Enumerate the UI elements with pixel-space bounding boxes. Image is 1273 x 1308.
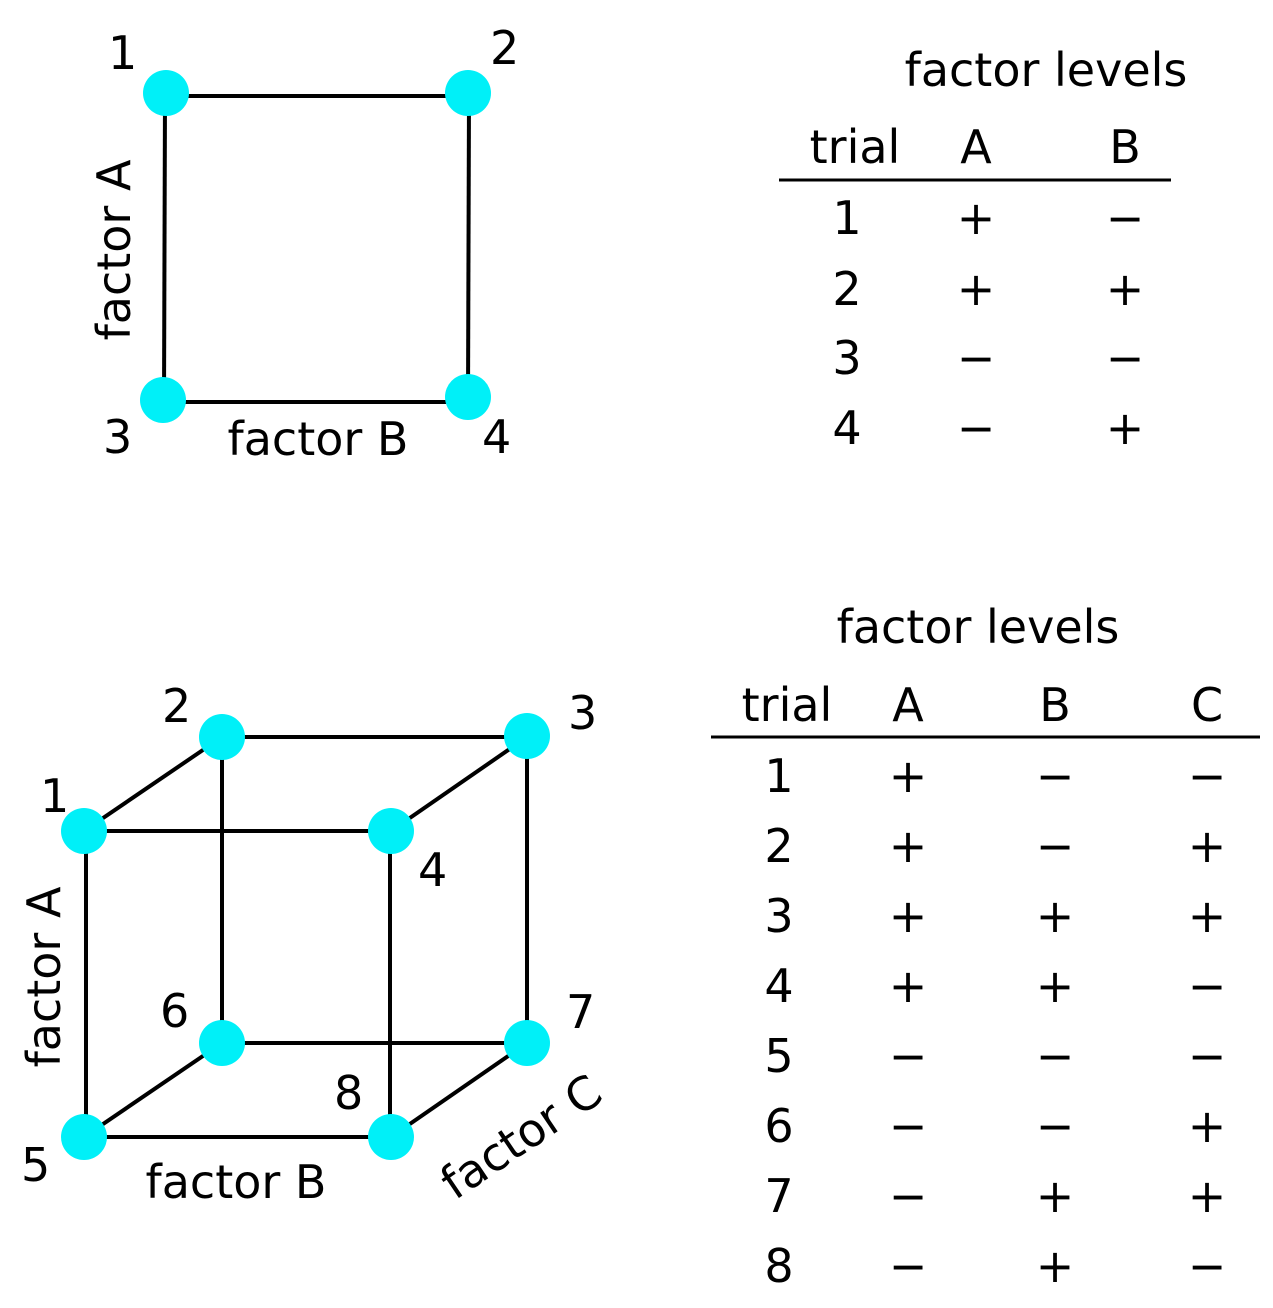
table-three-cell: + <box>889 749 928 803</box>
table-two-cell: − <box>1106 191 1145 245</box>
square-axis-b-label: factor B <box>228 412 409 466</box>
cube-vertex-7 <box>504 1020 550 1066</box>
table-two-cell: 1 <box>832 191 861 245</box>
square-vertex-3 <box>140 377 186 423</box>
table-three-cell: 3 <box>764 889 793 943</box>
table-three-cell: 2 <box>764 819 793 873</box>
cube-vertex-label-1: 1 <box>40 769 69 823</box>
table-two-cell: + <box>1106 401 1145 455</box>
square-edge-right <box>466 95 471 403</box>
table-three-cell: − <box>1188 959 1227 1013</box>
table-three-cell: − <box>1036 749 1075 803</box>
square-vertex-label-1: 1 <box>108 26 137 80</box>
table-three-cell: − <box>889 1239 928 1293</box>
square-vertex-4 <box>445 374 491 420</box>
table-two-cell: + <box>957 191 996 245</box>
table-two-title: factor levels <box>905 43 1188 97</box>
cube-edge <box>389 1041 529 1139</box>
square-vertex-2 <box>445 70 491 116</box>
table-three-cell: + <box>889 819 928 873</box>
cube-diagram: 1 2 3 4 5 6 7 8 factor A factor B factor… <box>17 679 611 1210</box>
square-vertex-label-3: 3 <box>103 410 132 464</box>
table-two-cell: + <box>957 262 996 316</box>
table-three-cell: 7 <box>764 1169 793 1223</box>
table-two-cell: − <box>957 331 996 385</box>
table-three-cell: 6 <box>764 1099 793 1153</box>
table-three-cell: + <box>1188 1099 1227 1153</box>
cube-vertex-label-8: 8 <box>334 1066 363 1120</box>
table-three-cell: − <box>1188 749 1227 803</box>
table-two-header-a: A <box>960 120 992 174</box>
cube-edge <box>82 1041 224 1139</box>
table-three-cell: + <box>1036 1239 1075 1293</box>
table-three-title: factor levels <box>837 600 1120 654</box>
cube-vertex-8 <box>368 1114 414 1160</box>
table-three-cell: + <box>1188 819 1227 873</box>
table-three-cell: + <box>889 889 928 943</box>
table-three-cell: 8 <box>764 1239 793 1293</box>
table-two-cell: 2 <box>832 262 861 316</box>
table-two-cell: − <box>957 401 996 455</box>
cube-vertex-3 <box>504 713 550 759</box>
table-three-header-trial: trial <box>742 678 833 732</box>
cube-vertex-4 <box>368 808 414 854</box>
cube-vertex-label-5: 5 <box>21 1138 50 1192</box>
cube-vertex-label-6: 6 <box>160 984 189 1038</box>
cube-vertex-1 <box>61 808 107 854</box>
table-three-cell: + <box>1036 889 1075 943</box>
table-two-cell: + <box>1106 262 1145 316</box>
table-three-cell: + <box>1188 889 1227 943</box>
cube-vertex-label-3: 3 <box>568 686 597 740</box>
cube-axis-c-label: factor C <box>431 1064 612 1210</box>
cube-vertex-5 <box>61 1114 107 1160</box>
table-three-cell: − <box>1188 1239 1227 1293</box>
square-axis-a-label: factor A <box>87 159 141 340</box>
table-three-cell: + <box>1188 1169 1227 1223</box>
table-two-cell: 3 <box>832 331 861 385</box>
table-three-cell: − <box>889 1029 928 1083</box>
cube-axis-a-label: factor A <box>17 886 71 1067</box>
square-edge-left <box>162 95 167 403</box>
table-three-cell: 5 <box>764 1029 793 1083</box>
table-three-cell: 4 <box>764 959 793 1013</box>
cube-vertex-label-2: 2 <box>162 679 191 733</box>
table-two-cell: 4 <box>832 401 861 455</box>
table-three-cell: − <box>1036 819 1075 873</box>
table-three-cell: 1 <box>764 749 793 803</box>
table-three-cell: + <box>889 959 928 1013</box>
table-two-header-b: B <box>1109 120 1141 174</box>
table-three-cell: − <box>1188 1029 1227 1083</box>
table-two-cell: − <box>1106 331 1145 385</box>
cube-vertex-label-7: 7 <box>566 985 595 1039</box>
cube-edge <box>82 735 224 833</box>
table-three-header-c: C <box>1191 678 1223 732</box>
table-two-header-trial: trial <box>810 120 901 174</box>
table-three-cell: + <box>1036 959 1075 1013</box>
table-three-cell: − <box>1036 1099 1075 1153</box>
square-vertex-label-2: 2 <box>490 21 519 75</box>
table-three-body: 1 + − − 2 + − +3 + + +4 + + − 5 − − − 6 − − +7 − + +8 − + − <box>764 749 1226 1293</box>
table-three-cell: + <box>1036 1169 1075 1223</box>
square-vertex-1 <box>143 70 189 116</box>
table-three-cell: − <box>889 1169 928 1223</box>
square-vertex-label-4: 4 <box>482 410 511 464</box>
cube-vertex-2 <box>199 714 245 760</box>
cube-edge <box>389 735 529 833</box>
table-three-header-b: B <box>1039 678 1071 732</box>
table-two-factor: factor levels trial A B 1 + − 2 + + 3 − … <box>779 43 1187 455</box>
square-diagram: 1 2 3 4 factor A factor B <box>87 21 519 466</box>
table-three-header-a: A <box>892 678 924 732</box>
table-three-factor: factor levels trial A B C 1 + − − 2 + − +3 + + +4 +… <box>711 600 1260 1293</box>
table-three-cell: − <box>1036 1029 1075 1083</box>
cube-vertex-6 <box>199 1020 245 1066</box>
cube-vertex-label-4: 4 <box>418 843 447 897</box>
cube-axis-b-label: factor B <box>146 1155 327 1209</box>
table-three-cell: − <box>889 1099 928 1153</box>
